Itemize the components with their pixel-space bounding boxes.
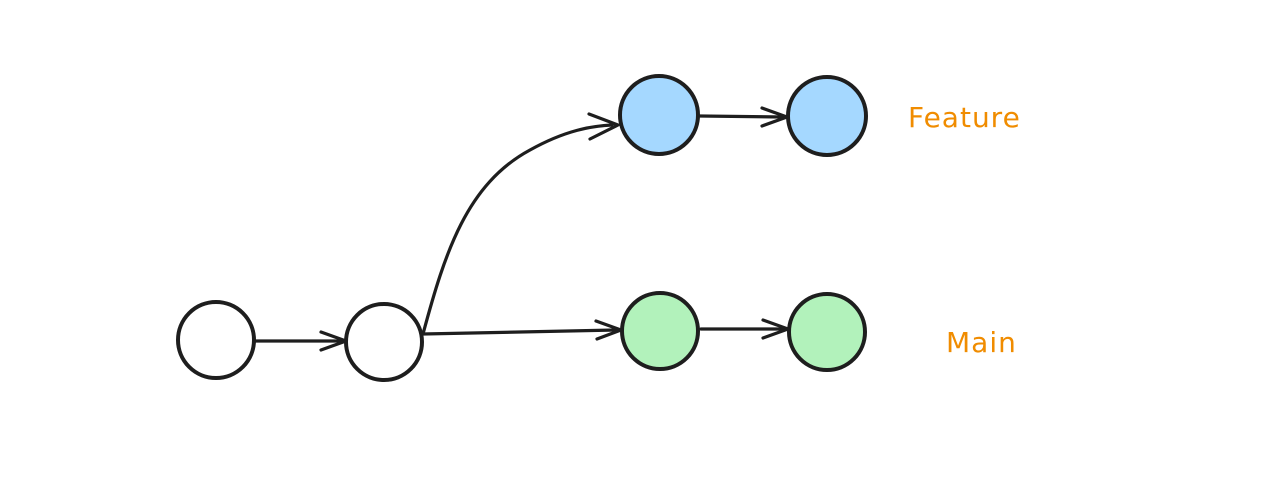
- edge-trunk2-main1[interactable]: [421, 319, 623, 341]
- edge-line: [421, 328, 618, 336]
- feature-branch-label[interactable]: Feature: [908, 101, 1021, 134]
- edge-line: [698, 114, 784, 119]
- edge-trunk2-feature1[interactable]: [421, 112, 620, 336]
- commit-node-trunk-1[interactable]: [176, 300, 256, 380]
- commit-node-main-1[interactable]: [620, 291, 700, 371]
- commit-node-feature-1[interactable]: [618, 74, 700, 156]
- edge-feature1-feature2[interactable]: [698, 106, 789, 128]
- commit-node-trunk-2[interactable]: [344, 302, 424, 382]
- diagram-strokes: [176, 74, 868, 382]
- main-branch-label[interactable]: Main: [946, 326, 1017, 359]
- arrowhead-icon: [587, 112, 620, 141]
- commit-node-main-2[interactable]: [787, 292, 867, 372]
- edge-trunk1-trunk2[interactable]: [252, 330, 348, 352]
- edge-main1-main2[interactable]: [699, 318, 790, 340]
- edge-curve: [421, 123, 614, 336]
- commit-node-feature-2[interactable]: [786, 75, 868, 157]
